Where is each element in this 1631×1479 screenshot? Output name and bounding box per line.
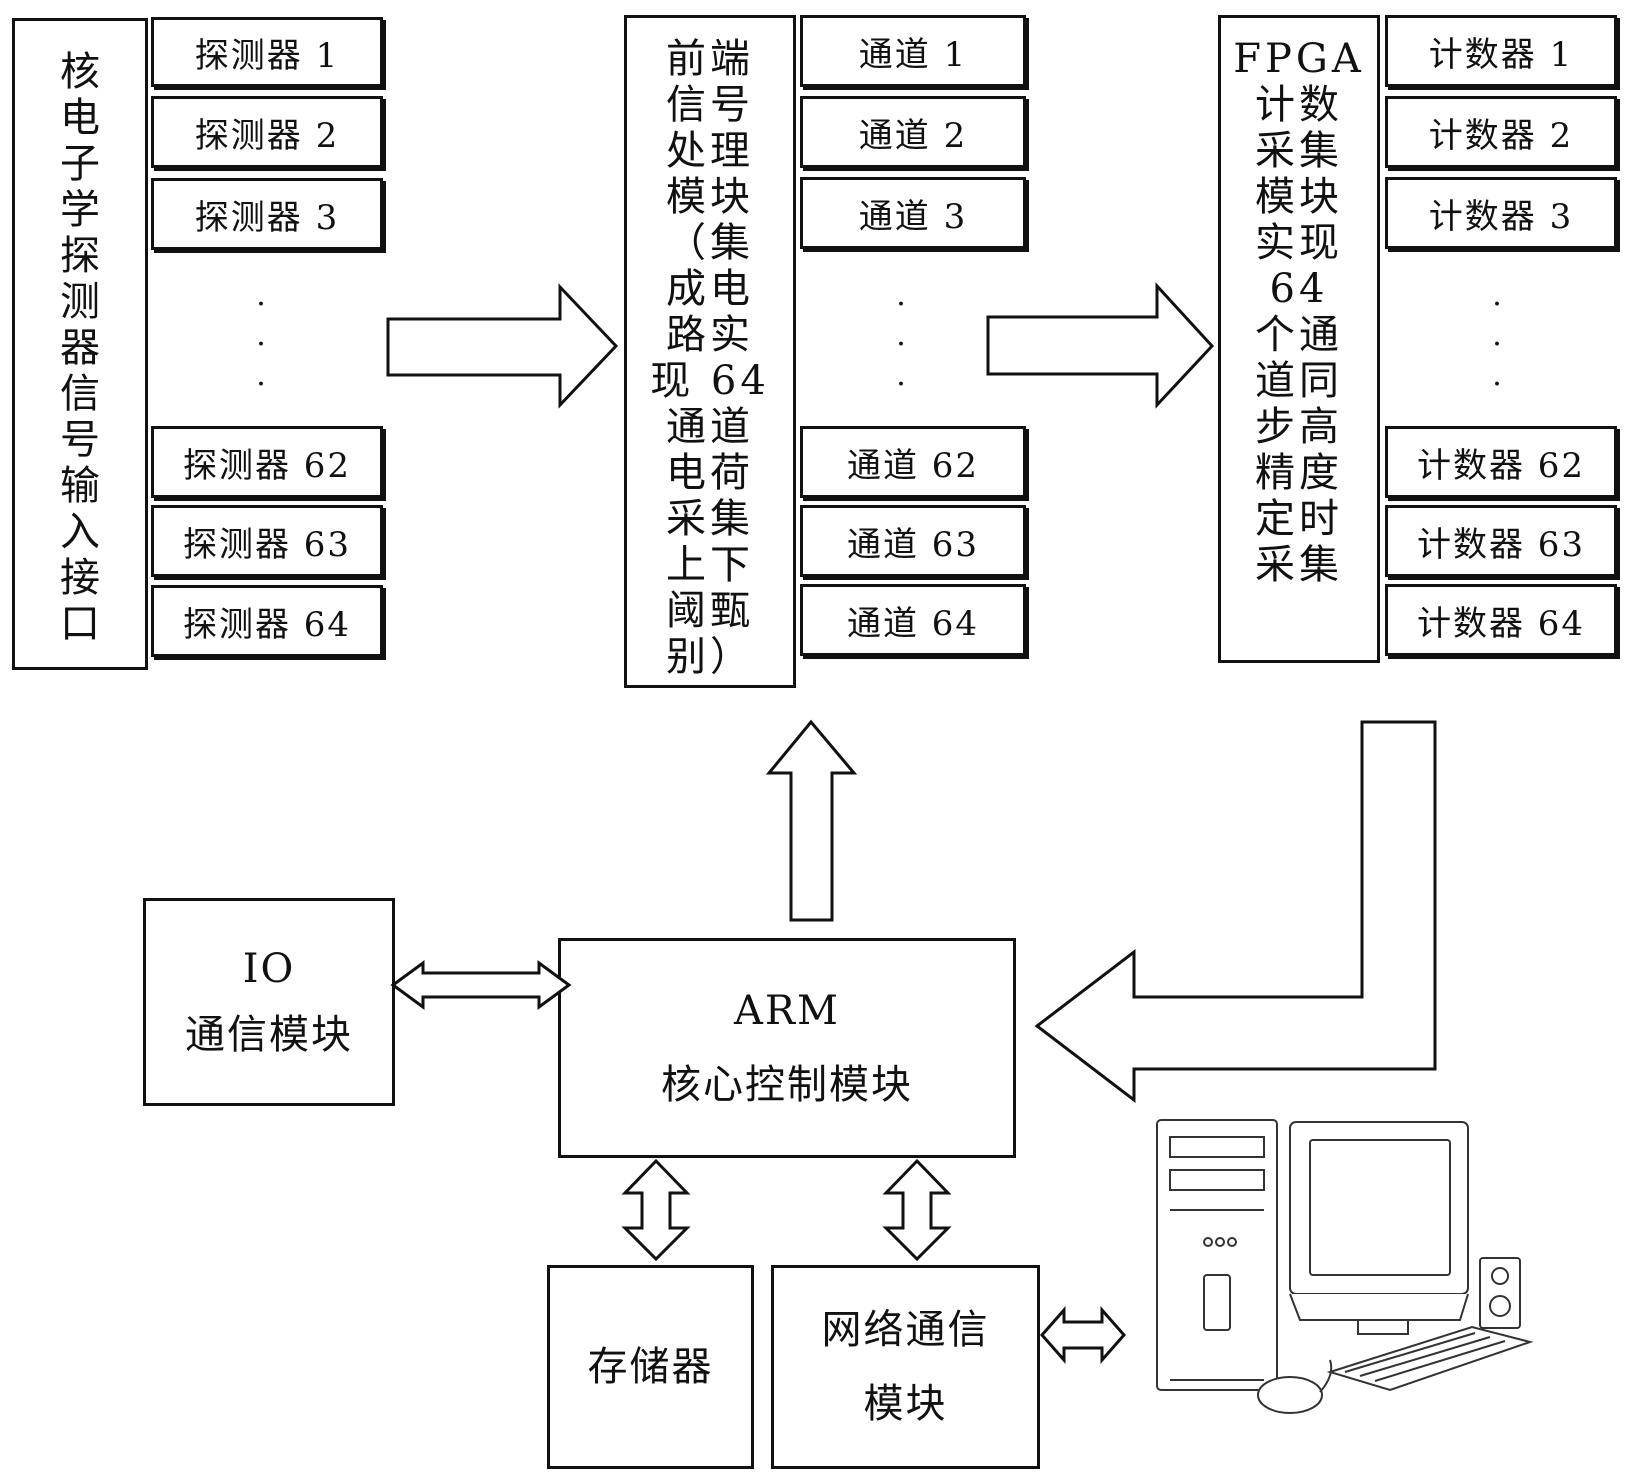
detector-cell-64: 探测器 64: [151, 585, 383, 657]
frontend-processing-box: 前端 信号 处理 模块 （集 成电 路实 现 64 通道 电荷 采集 上下 阈甄…: [624, 15, 796, 688]
network-module-line2: 模块: [863, 1381, 948, 1427]
counter-ellipsis: · · ·: [1492, 287, 1502, 402]
computer-icon: [1156, 1119, 1534, 1414]
io-communication-module: IO 通信模块: [143, 898, 395, 1106]
counter-cell-3: 计数器 3: [1385, 177, 1617, 249]
channel-cell-62: 通道 62: [800, 426, 1026, 498]
channel-cell-1: 通道 1: [800, 15, 1026, 87]
arrow-network-computer-bidirectional: [1040, 1306, 1126, 1364]
storage-module: 存储器: [547, 1265, 754, 1469]
channel-ellipsis: · · ·: [896, 287, 906, 402]
counter-cell-2: 计数器 2: [1385, 96, 1617, 168]
arrow-detectors-to-frontend: [386, 283, 619, 409]
io-module-line2: 通信模块: [185, 1012, 353, 1058]
network-module-line1: 网络通信: [821, 1307, 990, 1353]
arrow-arm-network-bidirectional: [882, 1158, 952, 1262]
arm-module-line2: 核心控制模块: [661, 1062, 913, 1108]
detector-cell-62: 探测器 62: [151, 426, 383, 498]
detector-input-interface-label: 核 电 子 学 探 测 器 信 号 输 入 接 口: [60, 49, 100, 647]
detector-ellipsis: · · ·: [256, 287, 266, 402]
counter-cell-64: 计数器 64: [1385, 584, 1617, 656]
detector-input-interface-box: 核 电 子 学 探 测 器 信 号 输 入 接 口: [12, 18, 148, 670]
arrow-arm-storage-bidirectional: [621, 1158, 691, 1262]
frontend-processing-label: 前端 信号 处理 模块 （集 成电 路实 现 64 通道 电荷 采集 上下 阈甄…: [650, 36, 770, 680]
counter-cell-63: 计数器 63: [1385, 505, 1617, 577]
storage-label: 存储器: [587, 1344, 714, 1390]
channel-cell-63: 通道 63: [800, 505, 1026, 577]
channel-cell-64: 通道 64: [800, 584, 1026, 656]
arrow-fpga-to-arm: [1034, 720, 1437, 1104]
fpga-counting-box: FPGA 计数 采集 模块 实现 64 个通 道同 步高 精度 定时 采集: [1218, 15, 1380, 663]
arrow-arm-to-frontend: [765, 719, 858, 922]
io-module-line1: IO: [242, 946, 296, 992]
arrow-io-arm-bidirectional: [390, 960, 572, 1010]
arrow-channels-to-fpga: [986, 282, 1215, 409]
detector-cell-1: 探测器 1: [151, 17, 383, 87]
channel-cell-3: 通道 3: [800, 177, 1026, 249]
channel-cell-2: 通道 2: [800, 96, 1026, 168]
detector-cell-63: 探测器 63: [151, 505, 383, 577]
network-communication-module: 网络通信 模块: [771, 1265, 1040, 1469]
fpga-counting-label: FPGA 计数 采集 模块 实现 64 个通 道同 步高 精度 定时 采集: [1233, 36, 1365, 588]
detector-cell-2: 探测器 2: [151, 96, 383, 168]
detector-cell-3: 探测器 3: [151, 178, 383, 250]
arm-module-line1: ARM: [734, 988, 840, 1034]
counter-cell-62: 计数器 62: [1385, 426, 1617, 498]
arm-core-control-module: ARM 核心控制模块: [558, 938, 1016, 1158]
counter-cell-1: 计数器 1: [1385, 15, 1617, 87]
